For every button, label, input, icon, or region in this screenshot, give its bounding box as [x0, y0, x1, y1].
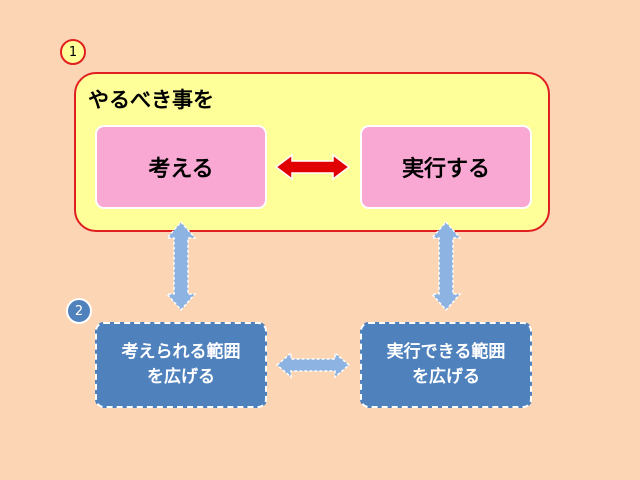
think-label: 考える	[148, 157, 214, 182]
right-vertical-double-arrow	[430, 220, 462, 312]
expand-thinking-range-box: 考えられる範囲 を広げる	[95, 322, 267, 408]
execute-box: 実行する	[360, 125, 532, 209]
left-vertical-double-arrow	[165, 220, 197, 312]
step-2-badge: 2	[66, 298, 92, 324]
step-2-number: 2	[74, 303, 84, 319]
think-box: 考える	[95, 125, 267, 209]
think-execute-double-arrow	[274, 153, 351, 181]
expand-thinking-range-line2: を広げる	[147, 367, 215, 387]
expand-execution-range-line1: 実行できる範囲	[386, 342, 506, 363]
expand-execution-range-line2: を広げる	[412, 367, 480, 387]
execute-label: 実行する	[401, 157, 490, 182]
step-1-badge: 1	[60, 39, 86, 65]
bottom-horizontal-double-arrow	[275, 351, 351, 379]
action-group-title: やるべき事を	[88, 88, 214, 112]
expand-execution-range-box: 実行できる範囲 を広げる	[360, 322, 532, 408]
expand-thinking-range-line1: 考えられる範囲	[121, 342, 241, 363]
step-1-number: 1	[68, 44, 78, 60]
